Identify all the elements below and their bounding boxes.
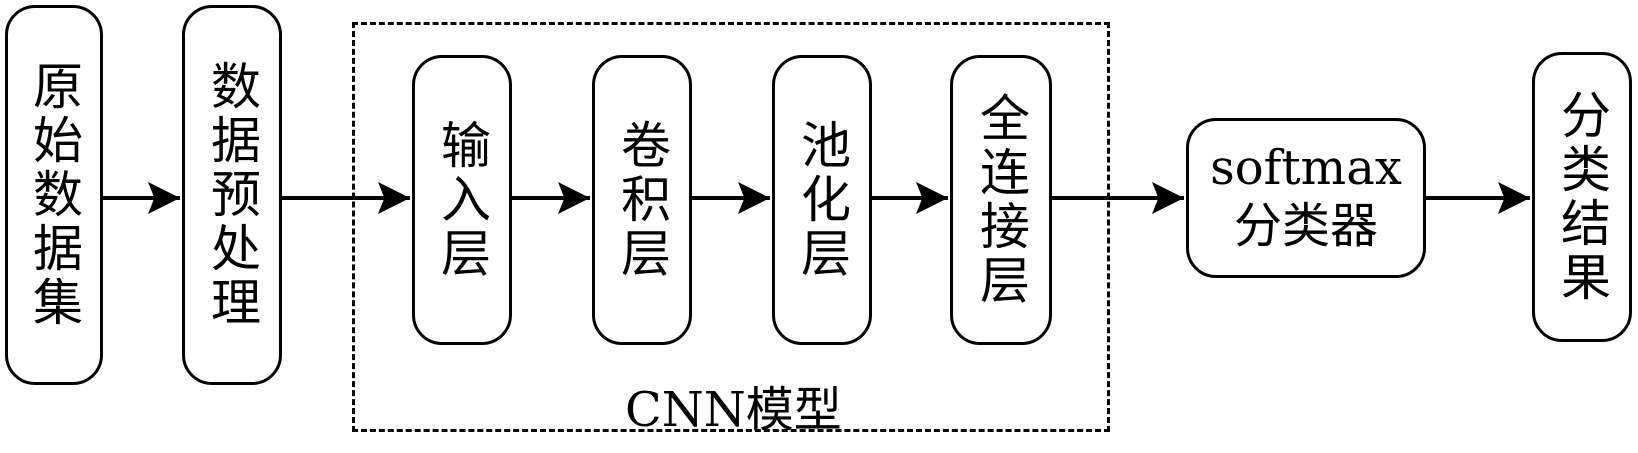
input-layer-node: 输入层: [412, 55, 512, 345]
pool-layer-node: 池化层: [772, 55, 872, 345]
softmax-label: softmax: [1210, 140, 1402, 197]
fc-layer-node: 全连接层: [950, 55, 1052, 345]
result-label: 分类结果: [1553, 89, 1611, 305]
raw-dataset-label: 原始数据集: [25, 60, 83, 330]
pool-layer-label: 池化层: [793, 119, 851, 281]
result-node: 分类结果: [1532, 52, 1632, 342]
conv-layer-node: 卷积层: [592, 55, 692, 345]
raw-dataset-node: 原始数据集: [5, 5, 103, 385]
cnn-model-label: CNN模型: [625, 382, 842, 438]
input-layer-label: 输入层: [433, 119, 491, 281]
preprocess-label: 数据预处理: [203, 60, 261, 330]
fc-layer-label: 全连接层: [972, 92, 1030, 308]
softmax-classifier-node: softmax 分类器: [1186, 118, 1426, 278]
cnn-model-group: [352, 22, 1110, 432]
conv-layer-label: 卷积层: [613, 119, 671, 281]
preprocess-node: 数据预处理: [182, 5, 282, 385]
classifier-label: 分类器: [1233, 198, 1378, 254]
